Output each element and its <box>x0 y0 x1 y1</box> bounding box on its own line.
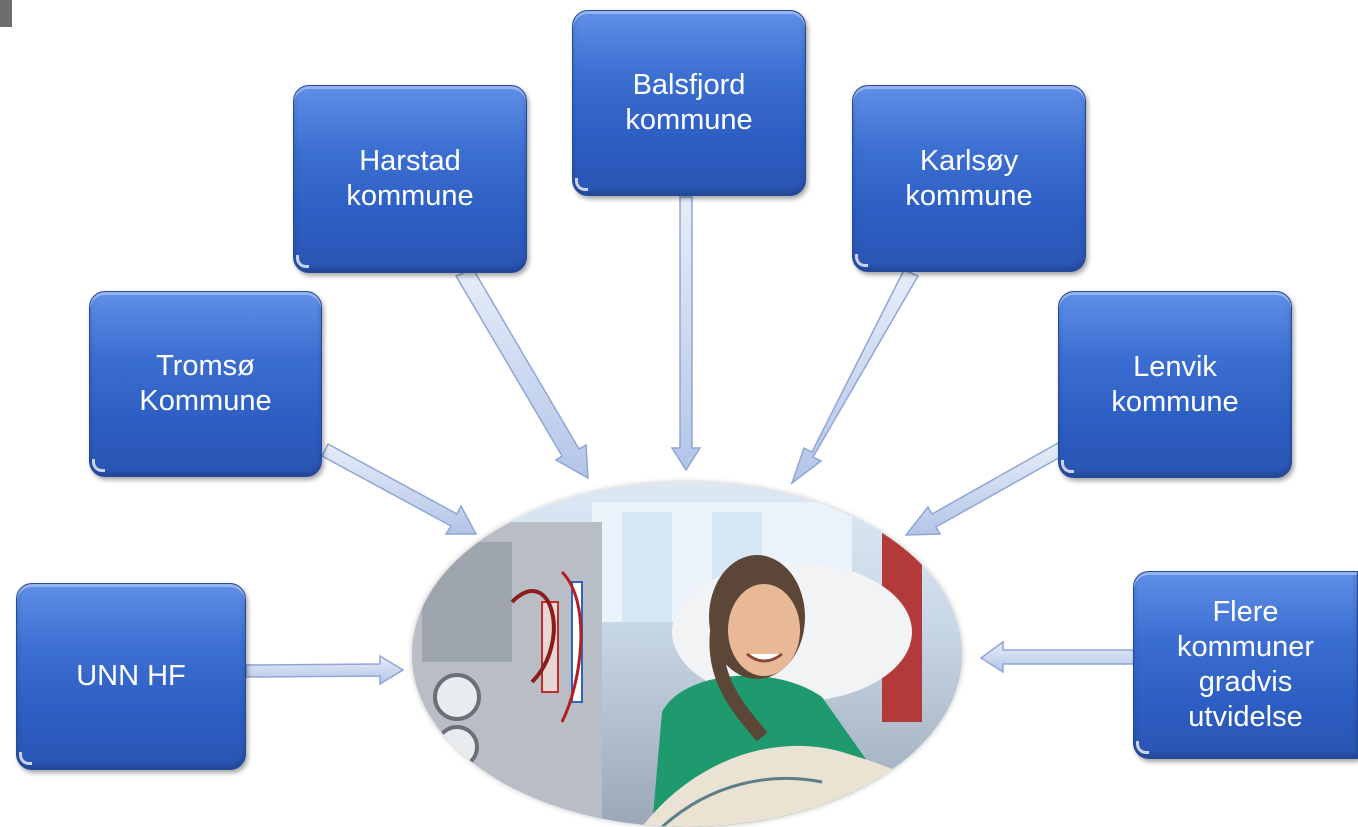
corner-image-fragment <box>0 0 12 27</box>
box-balsfjord-label: Balsfjord kommune <box>625 69 753 136</box>
arrow-karlsoy <box>790 269 920 486</box>
box-flere-label: Flere kommuner gradvis utvidelse <box>1177 596 1314 733</box>
box-lenvik-kommune: Lenvik kommune <box>1058 291 1292 478</box>
box-karlsoy-label: Karlsøy kommune <box>905 144 1033 212</box>
box-tromso-kommune: Tromsø Kommune <box>89 291 322 477</box>
box-flere-kommuner: Flere kommuner gradvis utvidelse <box>1133 571 1358 759</box>
arrow-balsfjord <box>670 196 702 472</box>
box-karlsoy-kommune: Karlsøy kommune <box>852 85 1086 272</box>
arrow-harstad <box>454 268 589 480</box>
box-balsfjord-kommune: Balsfjord kommune <box>572 10 806 196</box>
arrow-tromso <box>321 442 478 535</box>
arrow-unn <box>245 654 405 686</box>
box-unn-hf: UNN HF <box>16 583 246 770</box>
box-lenvik-label: Lenvik kommune <box>1111 350 1239 418</box>
box-harstad-kommune: Harstad kommune <box>293 85 527 273</box>
arrow-flere <box>979 640 1135 674</box>
box-tromso-label: Tromsø Kommune <box>139 350 272 417</box>
arrow-lenvik <box>904 441 1065 536</box>
dialysis-patient-photo <box>412 482 962 827</box>
box-unn-hf-label: UNN HF <box>76 660 186 693</box>
box-harstad-label: Harstad kommune <box>346 145 474 212</box>
